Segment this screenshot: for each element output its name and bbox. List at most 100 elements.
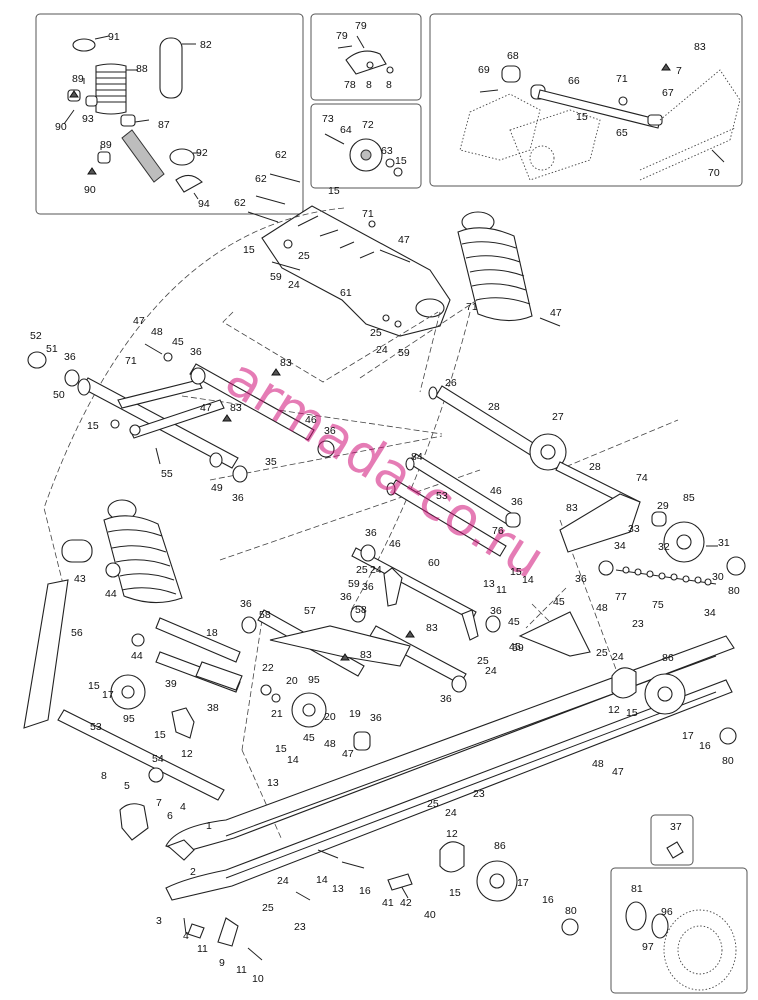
wheel-detail-box xyxy=(310,103,422,189)
callout-number: 24 xyxy=(485,665,497,677)
front-shock-assembly xyxy=(61,499,183,604)
callout-number: 97 xyxy=(642,941,654,953)
callout-number: 4 xyxy=(183,930,189,942)
assembly-line xyxy=(525,419,679,681)
callout-number: 46 xyxy=(305,414,317,426)
callout-number: 17 xyxy=(102,689,114,701)
callout-number: 96 xyxy=(661,906,673,918)
callout-number: 71 xyxy=(125,355,137,367)
shaft-53 xyxy=(57,709,225,801)
front-arm-detail-box xyxy=(429,13,743,187)
shock-body xyxy=(121,129,165,183)
callout-number: 17 xyxy=(682,730,694,742)
callout-number: 15 xyxy=(510,566,522,578)
callout-number: 47 xyxy=(133,315,145,327)
callout-number: 50 xyxy=(53,389,65,401)
grease-icon xyxy=(222,368,281,422)
rear-axle-assembly xyxy=(559,493,746,586)
slide-rail-upper xyxy=(165,635,735,853)
callout-number: 40 xyxy=(424,909,436,921)
callout-number: 83 xyxy=(426,622,438,634)
callout-number: 22 xyxy=(262,662,274,674)
callout-number: 83 xyxy=(280,357,292,369)
callout-number: 3 xyxy=(156,915,162,927)
callout-number: 14 xyxy=(287,754,299,766)
callout-number: 61 xyxy=(340,287,352,299)
callout-number: 44 xyxy=(131,650,143,662)
callout-number: 7 xyxy=(676,65,682,77)
grease-icon xyxy=(661,63,671,71)
callout-number: 89 xyxy=(100,139,112,151)
callout-number: 36 xyxy=(575,573,587,585)
slide-rail-lower xyxy=(165,679,733,901)
callout-number: 25 xyxy=(298,250,310,262)
callout-number: 37 xyxy=(670,821,682,833)
grease-fitting-box xyxy=(650,814,694,866)
bearing-detail-parts xyxy=(625,901,737,991)
callout-number: 85 xyxy=(683,492,695,504)
callout-number: 87 xyxy=(158,119,170,131)
callout-number: 25 xyxy=(262,902,274,914)
callout-number: 80 xyxy=(728,585,740,597)
grease-icon xyxy=(69,90,97,175)
callout-number: 83 xyxy=(230,402,242,414)
bushing xyxy=(97,151,111,164)
callout-number: 78 xyxy=(344,79,356,91)
callout-number: 42 xyxy=(400,897,412,909)
callout-number: 86 xyxy=(662,652,674,664)
hose-clamp xyxy=(169,148,195,166)
callout-number: 36 xyxy=(232,492,244,504)
callout-number: 29 xyxy=(657,500,669,512)
callout-number: 58 xyxy=(355,604,367,616)
callout-number: 83 xyxy=(694,41,706,53)
callout-number: 73 xyxy=(322,113,334,125)
callout-number: 6 xyxy=(167,810,173,822)
callout-number: 52 xyxy=(30,330,42,342)
callout-number: 45 xyxy=(508,616,520,628)
callout-number: 45 xyxy=(303,732,315,744)
idler-shafts xyxy=(386,385,641,557)
callout-number: 71 xyxy=(362,208,374,220)
callout-number: 25 xyxy=(356,564,368,576)
clip-bracket xyxy=(345,50,387,75)
callout-number: 36 xyxy=(511,496,523,508)
callout-number: 47 xyxy=(398,234,410,246)
callout-number: 80 xyxy=(722,755,734,767)
callout-number: 28 xyxy=(589,461,601,473)
grease-fitting xyxy=(666,841,684,859)
cross-tube xyxy=(351,547,477,621)
callout-number: 21 xyxy=(271,708,283,720)
callout-number: 45 xyxy=(172,336,184,348)
bracket-detail-parts xyxy=(337,35,394,75)
slide-rails xyxy=(119,611,737,961)
callout-number: 15 xyxy=(154,729,166,741)
assembly-line xyxy=(181,395,481,841)
callout-number: 59 xyxy=(512,642,524,654)
callout-number: 25 xyxy=(370,327,382,339)
callout-number: 48 xyxy=(324,738,336,750)
callout-number: 89 xyxy=(72,73,84,85)
callout-number: 79 xyxy=(336,30,348,42)
callout-number: 15 xyxy=(576,111,588,123)
callout-number: 36 xyxy=(490,605,502,617)
callout-number: 13 xyxy=(483,578,495,590)
callout-number: 15 xyxy=(395,155,407,167)
callout-number: 4 xyxy=(180,801,186,813)
callout-number: 92 xyxy=(196,147,208,159)
callout-number: 66 xyxy=(568,75,580,87)
callout-number: 15 xyxy=(328,185,340,197)
cross-tube xyxy=(189,363,315,441)
callout-number: 20 xyxy=(324,711,336,723)
callout-number: 11 xyxy=(236,964,247,976)
callout-number: 31 xyxy=(718,537,730,549)
callout-number: 71 xyxy=(616,73,628,85)
callout-number: 91 xyxy=(108,31,120,43)
bracket xyxy=(175,174,203,193)
watermark: armada-co.ru xyxy=(215,346,556,591)
bushing xyxy=(501,65,521,83)
callout-number: 19 xyxy=(349,708,361,720)
callout-number: 59 xyxy=(270,271,282,283)
callout-number: 69 xyxy=(478,64,490,76)
callout-number: 8 xyxy=(386,79,392,91)
chassis-plate xyxy=(459,93,541,161)
